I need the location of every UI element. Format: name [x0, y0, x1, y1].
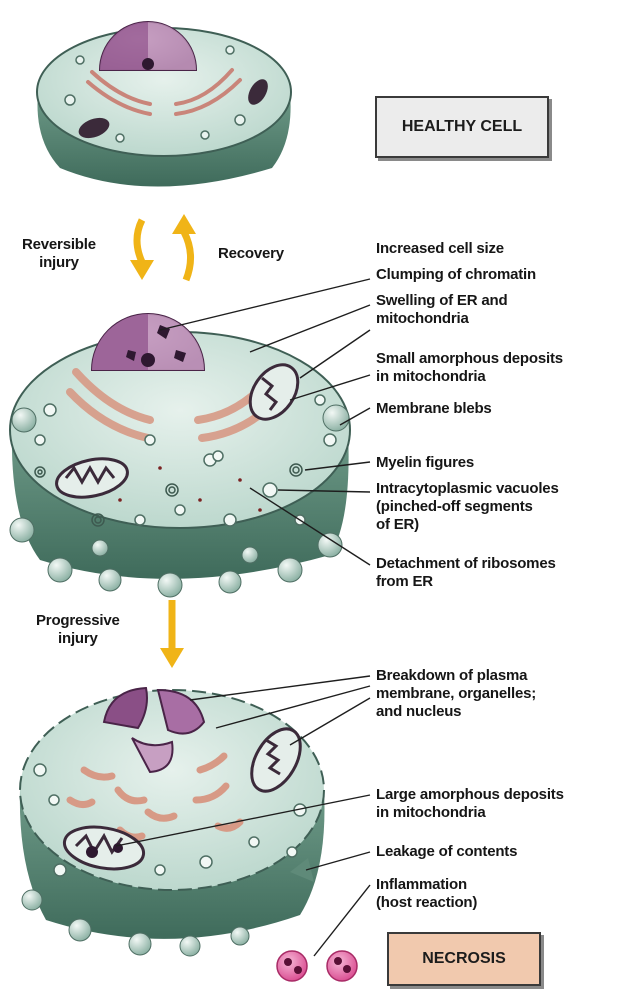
healthy-cell-label: HEALTHY CELL: [375, 96, 549, 158]
necrotic-cell: [20, 688, 357, 981]
feature-clumping-chromatin: Clumping of chromatin: [376, 266, 536, 284]
progressive-injury-arrow: [160, 600, 184, 668]
feature-increased-cell-size: Increased cell size: [376, 240, 504, 258]
necrosis-label: NECROSIS: [387, 932, 541, 986]
recovery-arrow: [172, 214, 196, 280]
feature-ribosome-detachment: Detachment of ribosomes from ER: [376, 555, 556, 591]
reversible-injury-label: Reversible injury: [22, 236, 96, 272]
feature-small-deposits: Small amorphous deposits in mitochondria: [376, 350, 563, 386]
injured-cell: [10, 314, 350, 597]
reversible-injury-arrow: [130, 220, 154, 280]
inflammatory-cells: [277, 951, 357, 981]
feature-inflammation: Inflammation (host reaction): [376, 876, 477, 912]
feature-intracytoplasmic-vacuoles: Intracytoplasmic vacuoles (pinched-off s…: [376, 480, 559, 534]
feature-swelling-er-mitochondria: Swelling of ER and mitochondria: [376, 292, 507, 328]
progressive-injury-label: Progressive injury: [36, 612, 120, 648]
recovery-label: Recovery: [218, 245, 284, 263]
feature-myelin-figures: Myelin figures: [376, 454, 474, 472]
feature-breakdown: Breakdown of plasma membrane, organelles…: [376, 667, 536, 721]
healthy-cell: [37, 22, 291, 187]
feature-leakage: Leakage of contents: [376, 843, 517, 861]
feature-membrane-blebs: Membrane blebs: [376, 400, 492, 418]
feature-large-deposits: Large amorphous deposits in mitochondria: [376, 786, 564, 822]
